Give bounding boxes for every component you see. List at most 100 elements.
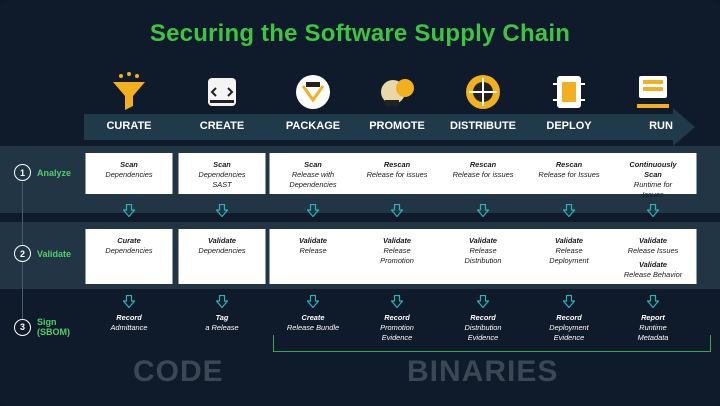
cell-action: Validate (638, 260, 668, 269)
cell-action: Tag (215, 313, 229, 322)
row-label-text: Analyze (37, 167, 72, 178)
down-arrow-icon (647, 204, 659, 217)
row-connector-1 (22, 182, 23, 246)
row-label-sign: 3 Sign (SBOM) (14, 317, 70, 337)
funnel-icon (113, 72, 145, 110)
down-arrow-icon (563, 204, 575, 217)
cell-subject: Release Distribution (464, 246, 502, 265)
down-arrow-icon (647, 295, 659, 308)
cell-subject: Dependencies SAST (198, 170, 246, 189)
step-number: 3 (14, 318, 31, 336)
down-arrow-icon (307, 295, 319, 308)
cell-subject: a Release (205, 323, 239, 332)
row-connector-2 (22, 262, 23, 319)
cell-action: Record (384, 313, 410, 322)
stage-label-promote: PROMOTE (369, 120, 425, 132)
cell-subject: Release (299, 246, 327, 255)
run-icon (637, 76, 669, 108)
down-arrow-icon (216, 204, 228, 217)
distribute-icon (466, 75, 500, 109)
cell-subject: Runtime Metadata (637, 323, 669, 342)
cell-action: Validate (468, 236, 498, 245)
stage-label-run: RUN (649, 120, 673, 132)
cell-subject: Release for Issues (538, 170, 600, 179)
code-label: CODE (133, 355, 224, 388)
cell-action: Curate (117, 236, 141, 245)
cell-subject: Release for issues (452, 170, 514, 179)
code-icon (208, 78, 236, 106)
cell-subject: Release Bundle (286, 323, 340, 332)
row-label-analyze: 1 Analyze (14, 164, 71, 181)
row-label-validate: 2 Validate (14, 245, 71, 262)
cell-subject: Release Issues (627, 246, 679, 255)
cell-action: Record (116, 313, 142, 322)
cell-action: Scan (120, 160, 138, 169)
cell-subject: Distribution Evidence (464, 323, 502, 342)
cell-subject: Deployment Evidence (549, 323, 589, 342)
binaries-bracket (273, 335, 711, 352)
down-arrow-icon (307, 204, 319, 217)
cell-action: Report (641, 313, 665, 322)
cell-subject: Admittance (110, 323, 148, 332)
cell-action: Scan (213, 160, 231, 169)
cell-subject: Dependencies (105, 170, 153, 179)
page-title: Securing the Software Supply Chain (149, 20, 571, 47)
down-arrow-icon (477, 295, 489, 308)
cell-action: Validate (207, 236, 237, 245)
cell-subject: Dependencies (198, 246, 246, 255)
cell-subject: Promotion Evidence (380, 323, 414, 342)
cell-action: Record (556, 313, 582, 322)
cell-subject: Release with Dependencies (289, 170, 337, 189)
stage-arrow-band (84, 114, 674, 140)
step-number: 2 (14, 245, 31, 262)
cell-subject: Release Behavior (623, 270, 683, 279)
cell-subject: Release for issues (366, 170, 428, 179)
down-arrow-icon (391, 204, 403, 217)
down-arrow-icon (123, 295, 135, 308)
cell-subject: Release Promotion (380, 246, 414, 265)
down-arrow-icon (391, 295, 403, 308)
cell-action: Continuously Scan (629, 160, 677, 179)
cell-action: Validate (382, 236, 412, 245)
cell-action: Validate (638, 236, 668, 245)
binaries-label: BINARIES (407, 355, 559, 388)
stage-arrow-head (673, 108, 695, 146)
cell-action: Validate (554, 236, 584, 245)
cell-subject: Runtime for Issues (633, 180, 673, 199)
cell-action: Rescan (469, 160, 497, 169)
cell-action: Create (301, 313, 325, 322)
down-arrow-icon (123, 204, 135, 217)
stage-label-curate: CURATE (106, 120, 152, 132)
down-arrow-icon (477, 204, 489, 217)
cell-action: Scan (304, 160, 322, 169)
cell-action: Validate (298, 236, 328, 245)
cell-action: Rescan (555, 160, 583, 169)
stage-label-deploy: DEPLOY (546, 120, 592, 132)
row-label-text: Validate (37, 248, 72, 259)
step-number: 1 (14, 164, 31, 181)
stage-label-package: PACKAGE (285, 120, 341, 132)
cell-subject: Release Deployment (549, 246, 589, 265)
stage-label-create: CREATE (199, 120, 245, 132)
cell-subject: Dependencies (105, 246, 153, 255)
down-arrow-icon (563, 295, 575, 308)
package-icon (296, 75, 330, 109)
stage-label-distribute: DISTRIBUTE (450, 120, 516, 132)
